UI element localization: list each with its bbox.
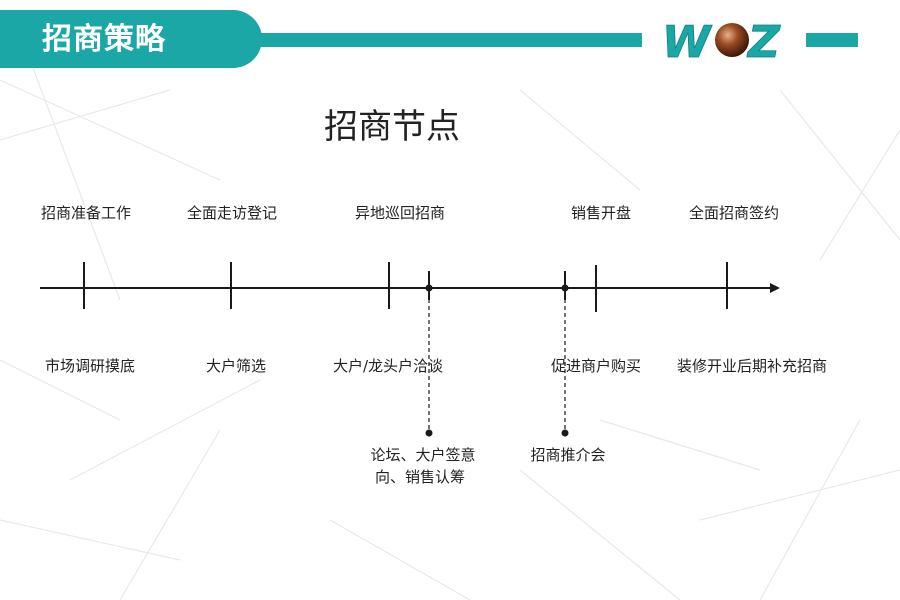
bottom-label: 市场调研摸底 — [45, 357, 135, 375]
callout-label: 论坛、大户签意 — [370, 446, 475, 464]
page-title: 招商策略 — [42, 22, 166, 57]
bottom-label: 大户筛选 — [206, 357, 266, 375]
header-accent-bar — [250, 33, 642, 47]
top-label: 全面招商签约 — [689, 204, 779, 222]
milestone-dot — [425, 284, 433, 292]
milestone-dot — [561, 284, 569, 292]
logo-letter-z: Z — [746, 17, 781, 66]
top-label: 销售开盘 — [571, 204, 631, 222]
logo-letter-w: W — [662, 17, 713, 66]
logo-orb-icon — [715, 23, 749, 57]
callout-label: 招商推介会 — [530, 446, 605, 464]
top-label: 招商准备工作 — [41, 204, 131, 222]
arrow-head-icon — [770, 283, 780, 293]
header-tab: 招商策略 — [0, 10, 262, 68]
bottom-label: 促进商户购买 — [551, 357, 641, 375]
top-label: 全面走访登记 — [187, 204, 277, 222]
callout-dot — [425, 429, 433, 437]
bottom-label: 大户/龙头户洽谈 — [333, 357, 443, 375]
bottom-label: 装修开业后期补充招商 — [677, 357, 827, 375]
top-label: 异地巡回招商 — [355, 204, 445, 222]
brand-logo: W Z — [662, 17, 782, 66]
callout-label: 向、销售认筹 — [375, 468, 465, 486]
callout-dot — [561, 429, 569, 437]
header-accent-bar-short — [806, 33, 858, 47]
diagram-title: 招商节点 — [324, 107, 460, 147]
